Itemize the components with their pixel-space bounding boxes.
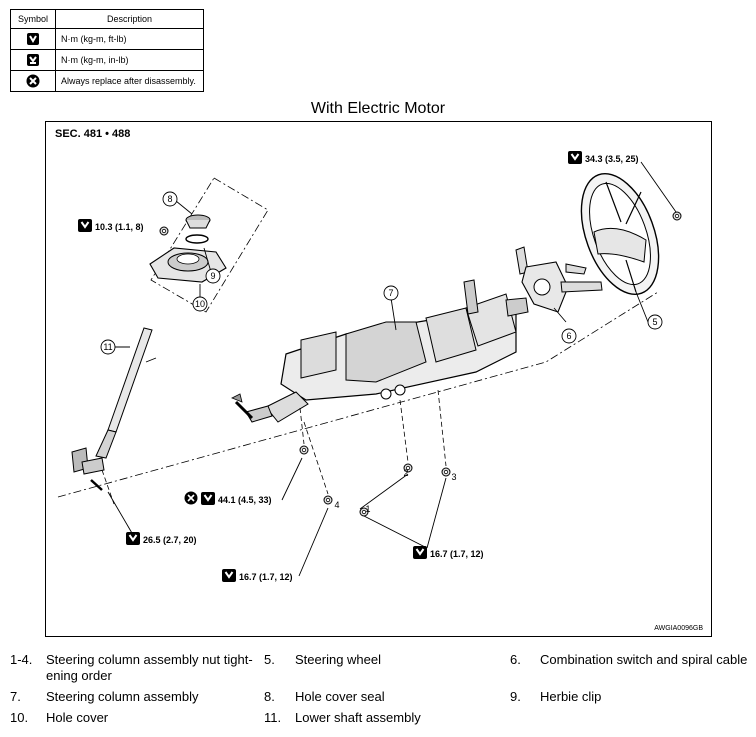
part-number: 11. — [264, 710, 282, 725]
herbie-clip — [185, 234, 209, 244]
diagram-subtitle: With Electric Motor — [310, 100, 446, 117]
part-name: Hole cover seal — [295, 689, 385, 704]
section-label: SEC. 481 • 488 — [55, 128, 131, 140]
callout-1-label: 1 — [365, 504, 370, 514]
legend-row: N·m (kg-m, in-lb) — [10, 49, 204, 71]
part-item: 6. Combination switch and spiral cable — [510, 652, 747, 668]
part-item: 5. Steering wheel — [264, 652, 381, 668]
hole-cover-seal — [185, 214, 211, 229]
torque-column-bolt: 44.1 (4.5, 33) — [218, 495, 272, 505]
symbol-legend-table: Symbol Description N·m (kg-m, ft-lb) N·m… — [10, 9, 204, 92]
torque-column-nuts: 16.7 (1.7, 12) — [430, 549, 484, 559]
legend-description: Always replace after disassembly. — [55, 70, 204, 92]
legend-description: N·m (kg-m, ft-lb) — [55, 28, 204, 50]
legend-row: N·m (kg-m, ft-lb) — [10, 28, 204, 50]
legend-header-description: Description — [55, 9, 204, 29]
callout-5 — [647, 314, 663, 330]
callout-11 — [100, 339, 116, 355]
legend-description: N·m (kg-m, in-lb) — [55, 49, 204, 71]
callout-8-label: 8 — [167, 194, 172, 204]
steering-column-assembly — [245, 279, 529, 423]
torque-hole-cover: 10.3 (1.1, 8) — [95, 222, 144, 232]
torque-wrench-inlb-icon — [27, 54, 39, 66]
torque-lower-shaft-bolt: 26.5 (2.7, 20) — [143, 535, 197, 545]
callout-6-label: 6 — [566, 331, 571, 341]
lower-shaft-assembly — [71, 327, 153, 475]
part-number: 6. — [510, 652, 521, 667]
part-number: 1-4. — [10, 652, 33, 667]
callout-11-label: 11 — [103, 342, 112, 352]
part-number: 5. — [264, 652, 275, 667]
part-item: 7. Steering column assembly — [10, 689, 198, 705]
callout-10 — [192, 296, 208, 312]
torque-wrench-ftlb-icon — [27, 33, 39, 45]
part-number: 7. — [10, 689, 21, 704]
part-name: Lower shaft assembly — [295, 710, 421, 725]
callout-2-label: 2 — [403, 468, 408, 478]
part-name: Hole cover — [46, 710, 109, 725]
callout-3-label: 3 — [451, 472, 456, 482]
part-item: 9. Herbie clip — [510, 689, 601, 705]
legend-row: Always replace after disassembly. — [10, 70, 204, 92]
part-name: Herbie clip — [540, 689, 602, 704]
callout-7 — [383, 285, 399, 301]
part-name-continued: ening order — [46, 668, 112, 683]
always-replace-icon — [26, 74, 40, 88]
callout-7-label: 7 — [388, 288, 393, 298]
part-number: 9. — [510, 689, 521, 704]
part-number: 8. — [264, 689, 275, 704]
part-item: 8. Hole cover seal — [264, 689, 385, 705]
diagram-drawing: 8 9 10 11 7 6 5 1 2 3 4 34.3 (3.5, 25) 1… — [57, 150, 682, 583]
callout-8 — [162, 191, 178, 207]
steering-wheel — [580, 172, 660, 296]
part-item: 1-4. Steering column assembly nut tight-… — [10, 652, 253, 684]
callout-10-label: 10 — [195, 299, 205, 309]
callout-9 — [205, 268, 221, 284]
figure-code: AWGIA0096GB — [654, 625, 703, 632]
part-item: 11. Lower shaft assembly — [264, 710, 421, 726]
combination-switch — [515, 246, 603, 313]
torque-wheel-nut: 34.3 (3.5, 25) — [585, 154, 639, 164]
callout-4-label: 4 — [334, 500, 339, 510]
part-number: 10. — [10, 710, 29, 725]
callout-5-label: 5 — [652, 317, 657, 327]
part-name: Steering column assembly — [46, 689, 199, 704]
exploded-view-diagram: SEC. 481 • 488 — [45, 121, 712, 637]
part-item: 10. Hole cover — [10, 710, 108, 726]
part-name: Steering column assembly nut tight- — [46, 652, 253, 667]
torque-column-nut-4: 16.7 (1.7, 12) — [239, 572, 293, 582]
callout-9-label: 9 — [210, 271, 215, 281]
callout-6 — [561, 328, 577, 344]
part-name: Steering wheel — [295, 652, 381, 667]
part-name: Combination switch and spiral cable — [540, 652, 748, 667]
legend-header-symbol: Symbol — [10, 9, 56, 29]
